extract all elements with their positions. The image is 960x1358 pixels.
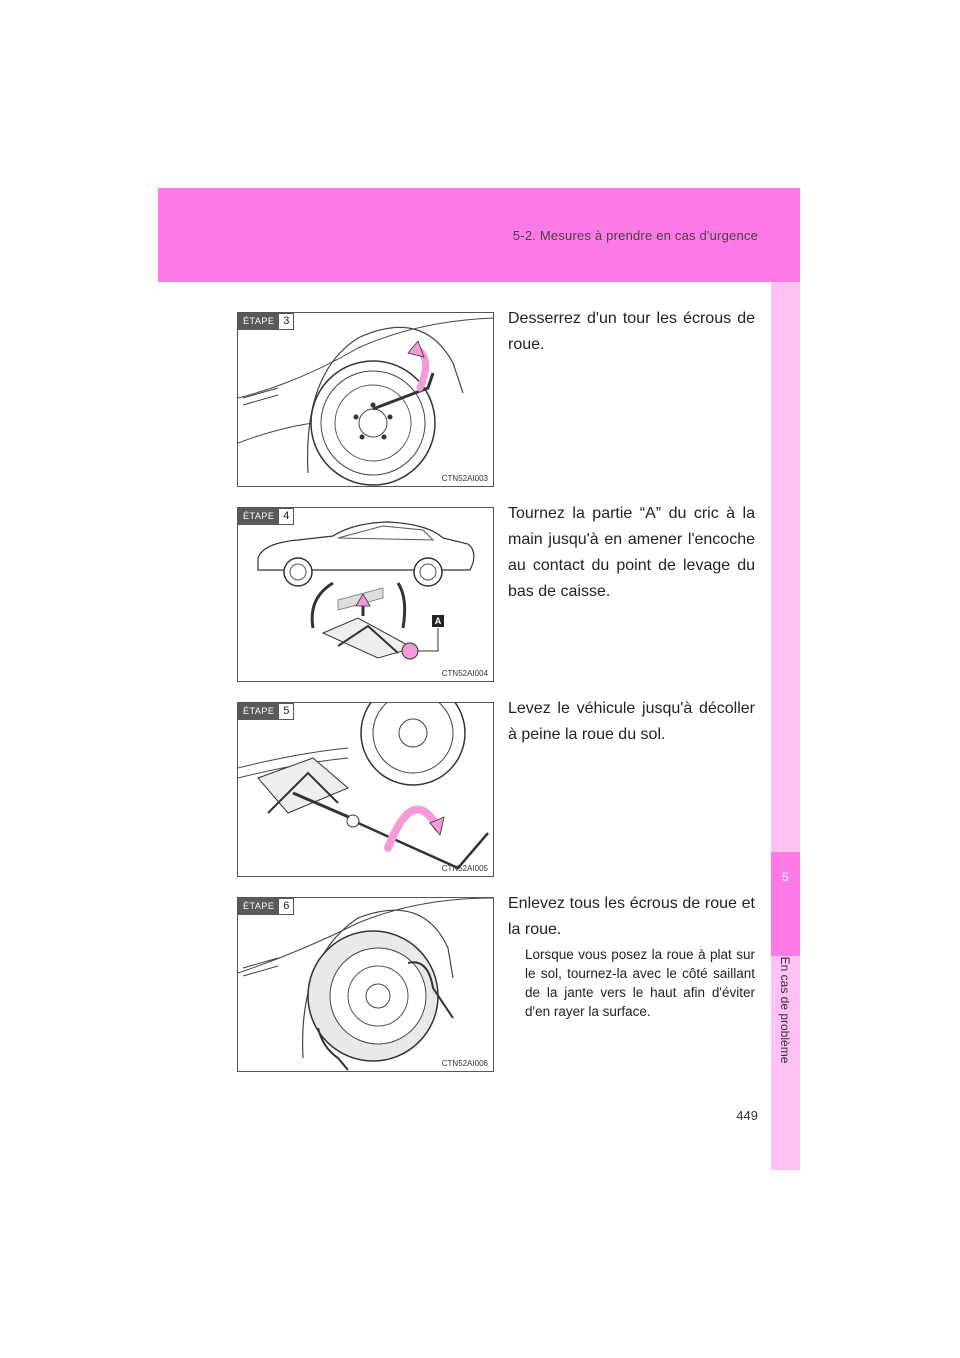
chapter-side-tab bbox=[771, 282, 800, 1170]
section-title: 5-2. Mesures à prendre en cas d'urgence bbox=[512, 228, 758, 243]
chapter-number: 5 bbox=[782, 870, 789, 884]
step-badge: ÉTAPE 5 bbox=[238, 703, 295, 720]
wheel-wrench-drawing bbox=[238, 317, 493, 486]
step-4-illustration: ÉTAPE 4 A CTN52AI004 bbox=[237, 507, 494, 682]
image-code: CTN52AI004 bbox=[441, 669, 488, 678]
image-code: CTN52AI003 bbox=[441, 474, 488, 483]
callout-a-label: A bbox=[432, 615, 444, 627]
step-badge: ÉTAPE 3 bbox=[238, 313, 295, 330]
remove-wheel-drawing bbox=[238, 898, 493, 1071]
lift-vehicle-drawing bbox=[238, 703, 489, 870]
car-jack-drawing bbox=[257, 521, 475, 660]
step-3-illustration: ÉTAPE 3 CTN52AI003 bbox=[237, 312, 494, 487]
step-4-text: Tournez la partie “A” du cric à la main … bbox=[508, 505, 755, 600]
step-3-text: Desserrez d'un tour les écrous de roue. bbox=[508, 310, 755, 353]
section-header: 5-2. Mesures à prendre en cas d'urgence bbox=[158, 188, 800, 282]
step-5-text: Levez le véhicule jusqu'à décoller à pei… bbox=[508, 700, 755, 743]
image-code: CTN52AI005 bbox=[441, 864, 488, 873]
chapter-name: En cas de problème bbox=[778, 956, 792, 1064]
step-6-text: Enlevez tous les écrous de roue et la ro… bbox=[508, 895, 755, 938]
chapter-tab-active bbox=[771, 852, 800, 956]
step-5-illustration: ÉTAPE 5 CTN52AI005 bbox=[237, 702, 494, 877]
step-6-note: Lorsque vous posez la roue à plat sur le… bbox=[525, 947, 755, 1019]
page-number: 449 bbox=[736, 1108, 758, 1123]
step-6-illustration: ÉTAPE 6 CTN52AI006 bbox=[237, 897, 494, 1072]
step-badge: ÉTAPE 4 bbox=[238, 508, 295, 525]
image-code: CTN52AI006 bbox=[441, 1059, 488, 1068]
step-badge: ÉTAPE 6 bbox=[238, 898, 295, 915]
